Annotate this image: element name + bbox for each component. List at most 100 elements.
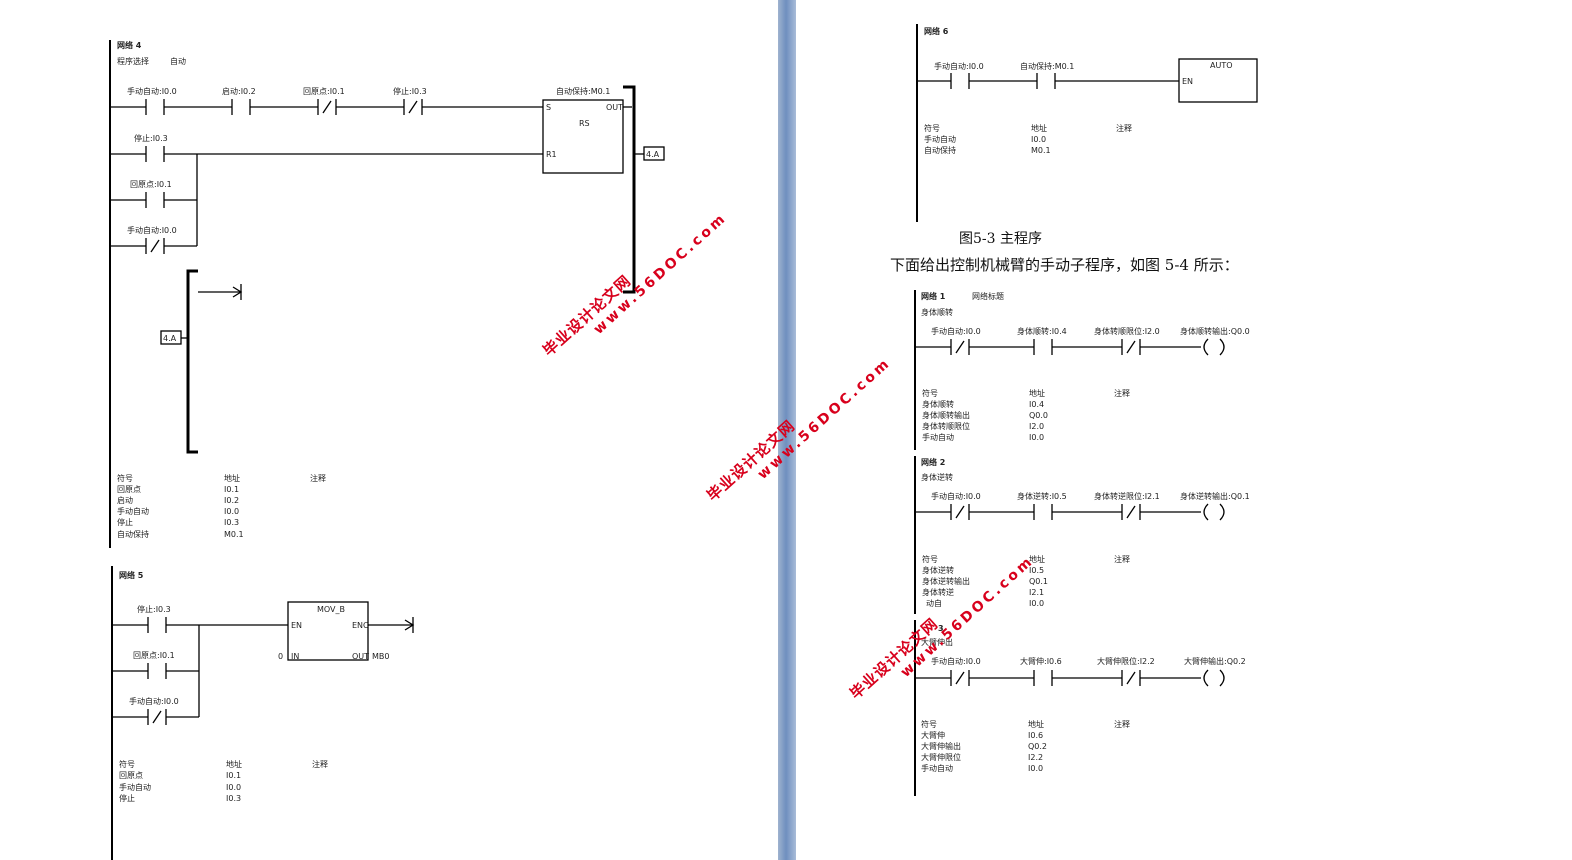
symbol-name: 身体转顺限位 <box>922 421 970 431</box>
symbol-name: 手动自动 <box>117 506 149 516</box>
contact-label: 启动:I0.2 <box>222 86 256 96</box>
ref-label: 4.A <box>163 334 177 343</box>
rs-box-label: RS <box>579 119 590 128</box>
symbol-name: 大臂伸输出 <box>921 741 961 751</box>
contact-label: 停止:I0.3 <box>134 133 168 143</box>
coil-label: 自动保持:M0.1 <box>556 86 610 96</box>
sub-network-2: 网络 2 身体逆转 手动自动:I0.0 身体逆转:I0.5 身体转逆限位:I2.… <box>914 456 1250 614</box>
symbol-address: I0.3 <box>224 518 239 527</box>
symbol-name: 大臂伸 <box>921 730 945 740</box>
sub-network-3-title: 3 <box>938 624 944 633</box>
sub-network-1: 网络 1 网络标题 身体顺转 手动自动:I0.0 身体顺转:I0.4 身体转顺限… <box>914 290 1250 450</box>
table-header: 注释 <box>1116 123 1132 133</box>
pin-out: OUT <box>606 103 623 112</box>
contact-label: 停止:I0.3 <box>137 604 171 614</box>
table-header: 地址 <box>224 473 240 483</box>
table-header: 注释 <box>310 473 326 483</box>
contact-label: 手动自动:I0.0 <box>127 225 177 235</box>
table-header: 注释 <box>312 759 328 769</box>
ladder-diagram-left: 网络 4 程序选择 自动 手动自动:I0.0 启动:I0.2 回原点:I0.1 … <box>109 40 665 860</box>
contact-label: 身体逆转:I0.5 <box>1017 491 1067 501</box>
symbol-address: I0.0 <box>1028 764 1043 773</box>
contact-label: 手动自动:I0.0 <box>931 656 981 666</box>
symbol-address: M0.1 <box>1031 146 1051 155</box>
symbol-name: 身体顺转 <box>922 399 954 409</box>
symbol-address: I0.4 <box>1029 400 1044 409</box>
coil-label: 大臂伸输出:Q0.2 <box>1184 656 1246 666</box>
sub-network-2-title: 网络 2 <box>921 457 945 467</box>
contact-label: 手动自动:I0.0 <box>931 491 981 501</box>
sub-network-3-comment: 大臂伸出 <box>921 637 953 647</box>
symbol-name: 身体顺转输出 <box>922 410 970 420</box>
symbol-name: 回原点 <box>117 485 141 494</box>
sub-network-2-comment: 身体逆转 <box>921 472 953 482</box>
pin-in: IN <box>291 652 299 661</box>
contact-label: 身体顺转:I0.4 <box>1017 326 1067 336</box>
pin-eno: ENO <box>352 621 369 630</box>
table-header: 地址 <box>226 759 242 769</box>
network-4-comment-2: 自动 <box>170 56 186 66</box>
table-header: 注释 <box>1114 388 1130 398</box>
mov-b-label: MOV_B <box>317 605 345 614</box>
contact-label: 手动自动:I0.0 <box>127 86 177 96</box>
symbol-address: I0.6 <box>1028 731 1043 740</box>
pin-r1: R1 <box>546 150 557 159</box>
contact-label: 手动自动:I0.0 <box>934 61 984 71</box>
table-header: 注释 <box>1114 719 1130 729</box>
symbol-address: M0.1 <box>224 530 244 539</box>
symbol-name: 手动自动 <box>921 763 953 773</box>
symbol-name: 停止 <box>119 793 135 803</box>
sub-network-1-subtitle: 网络标题 <box>972 291 1004 301</box>
table-header: 地址 <box>1031 123 1047 133</box>
symbol-name: 动自 <box>926 598 942 608</box>
symbol-address: I0.0 <box>226 783 241 792</box>
contact-label: 回原点:I0.1 <box>130 180 172 189</box>
contact-label: 手动自动:I0.0 <box>931 326 981 336</box>
symbol-address: I0.3 <box>226 794 241 803</box>
coil-label: 身体顺转输出:Q0.0 <box>1180 326 1250 336</box>
symbol-address: I0.2 <box>224 496 239 505</box>
contact-label: 手动自动:I0.0 <box>129 696 179 706</box>
pin-en: EN <box>291 621 302 630</box>
coil-label: 身体逆转输出:Q0.1 <box>1180 491 1250 501</box>
in-value: 0 <box>278 652 283 661</box>
auto-box <box>1178 58 1258 103</box>
table-header: 符号 <box>119 759 135 769</box>
symbol-name: 手动自动 <box>924 134 956 144</box>
symbol-name: 自动保持 <box>117 529 149 539</box>
contact-label: 大臂伸限位:I2.2 <box>1097 656 1155 666</box>
contact-label: 回原点:I0.1 <box>303 87 345 96</box>
symbol-address: I0.0 <box>224 507 239 516</box>
symbol-address: I0.0 <box>1029 433 1044 442</box>
symbol-name: 身体转逆 <box>922 587 954 597</box>
symbol-address: I0.1 <box>224 485 239 494</box>
symbol-name: 自动保持 <box>924 145 956 155</box>
symbol-address: I2.0 <box>1029 422 1044 431</box>
contact-label: 大臂伸:I0.6 <box>1020 656 1062 666</box>
symbol-name: 手动自动 <box>922 432 954 442</box>
pin-en: EN <box>1182 77 1193 86</box>
table-header: 符号 <box>924 123 940 133</box>
symbol-name: 停止 <box>117 517 133 527</box>
contact-label: 身体转逆限位:I2.1 <box>1094 491 1160 501</box>
symbol-name: 身体逆转 <box>922 565 954 575</box>
table-header: 地址 <box>1029 388 1045 398</box>
symbol-name: 身体逆转输出 <box>922 576 970 586</box>
rs-box <box>542 99 624 174</box>
mov-b-box <box>287 601 369 661</box>
contact-label: 自动保持:M0.1 <box>1020 61 1074 71</box>
symbol-name: 手动自动 <box>119 782 151 792</box>
table-header: 注释 <box>1114 554 1130 564</box>
sub-network-1-title: 网络 1 <box>921 291 946 301</box>
network-5: 网络 5 停止:I0.3 回原点:I0.1 手动自动:I0.0 MOV_B EN… <box>111 566 415 860</box>
left-page: 网络 4 程序选择 自动 手动自动:I0.0 启动:I0.2 回原点:I0.1 … <box>0 0 778 860</box>
sub-network-3: 3 大臂伸出 手动自动:I0.0 大臂伸:I0.6 大臂伸限位:I2.2 大臂伸… <box>914 620 1246 796</box>
symbol-address: I0.0 <box>1031 135 1046 144</box>
symbol-address: I0.5 <box>1029 566 1044 575</box>
contact-label: 身体转顺限位:I2.0 <box>1094 326 1160 336</box>
symbol-address: Q0.0 <box>1029 411 1048 420</box>
ladder-diagram-right: 网络 6 手动自动:I0.0 自动保持:M0.1 AUTO EN 符号 地址 注… <box>914 24 1258 796</box>
network-6: 网络 6 手动自动:I0.0 自动保持:M0.1 AUTO EN 符号 地址 注… <box>916 24 1258 222</box>
network-5-title: 网络 5 <box>119 570 144 580</box>
network-4: 网络 4 程序选择 自动 手动自动:I0.0 启动:I0.2 回原点:I0.1 … <box>109 40 665 548</box>
